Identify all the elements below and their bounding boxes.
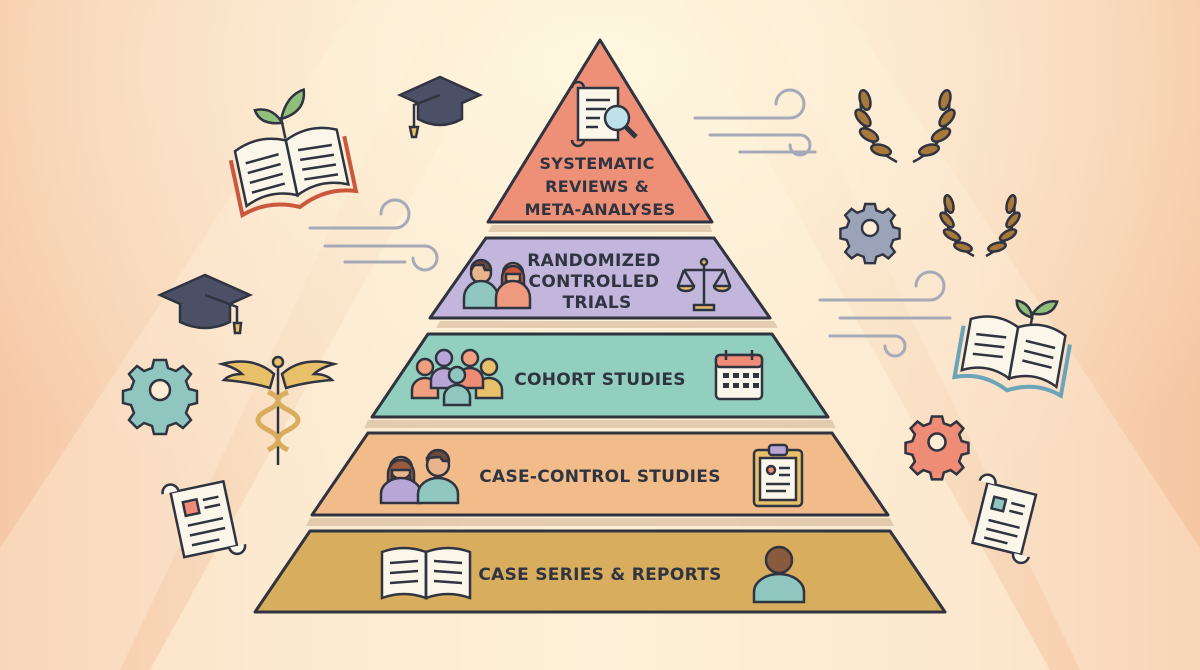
tier-randomized-controlled-trials: RANDOMIZED CONTROLLED TRIALS	[428, 236, 772, 320]
tier-label-text: CASE-CONTROL STUDIES	[479, 467, 721, 487]
tier-label-text: COHORT STUDIES	[514, 370, 686, 390]
document-magnifier-icon	[570, 80, 638, 148]
pyramid-shadows	[306, 225, 894, 526]
tier-case-series-reports: CASE SERIES & REPORTS	[253, 529, 947, 614]
open-book-sprout-icon	[952, 299, 1072, 399]
tier-label-text: CASE SERIES & REPORTS	[478, 565, 721, 585]
graduation-cap-icon	[396, 75, 484, 139]
tier-case-control-studies: CASE-CONTROL STUDIES	[310, 431, 890, 517]
wind-lines-icon	[308, 88, 952, 358]
tier-label-line-2: CONTROLLED	[529, 272, 660, 292]
gear-icon	[904, 415, 970, 481]
tier-label-line-1: RANDOMIZED	[527, 251, 660, 271]
laurel-wreath-icon	[854, 89, 956, 164]
calendar-icon	[714, 350, 764, 401]
scroll-icon	[970, 473, 1038, 565]
tier-label-line-2: REVIEWS &	[545, 177, 649, 196]
clipboard-icon	[752, 443, 804, 508]
scales-icon	[676, 257, 732, 312]
tier-label-text: RANDOMIZED CONTROLLED TRIALS	[527, 251, 667, 313]
graduation-cap-icon	[156, 273, 254, 335]
caduceus-icon	[217, 355, 339, 465]
tier-label-line-3: TRIALS	[562, 293, 631, 313]
tier-label-line: SYSTEMATIC REVIEWS & META-ANALYSES	[525, 154, 676, 219]
tier-systematic-reviews: SYSTEMATIC REVIEWS & META-ANALYSES	[486, 38, 714, 224]
laurel-wreath-icon	[939, 193, 1021, 258]
person-icon	[752, 545, 806, 604]
open-notebook-icon	[380, 546, 472, 600]
tier-label-line-1: SYSTEMATIC	[539, 154, 654, 173]
tier-label-line-3: META-ANALYSES	[525, 200, 676, 219]
gear-icon	[839, 202, 901, 265]
tier-cohort-studies: COHORT STUDIES	[370, 332, 830, 419]
open-book-sprout-icon	[228, 87, 359, 219]
gear-icon	[121, 358, 199, 436]
group-people-icon	[410, 348, 504, 407]
case-control-people-icon	[379, 448, 460, 505]
researchers-icon	[462, 258, 532, 310]
scroll-icon	[161, 479, 247, 559]
